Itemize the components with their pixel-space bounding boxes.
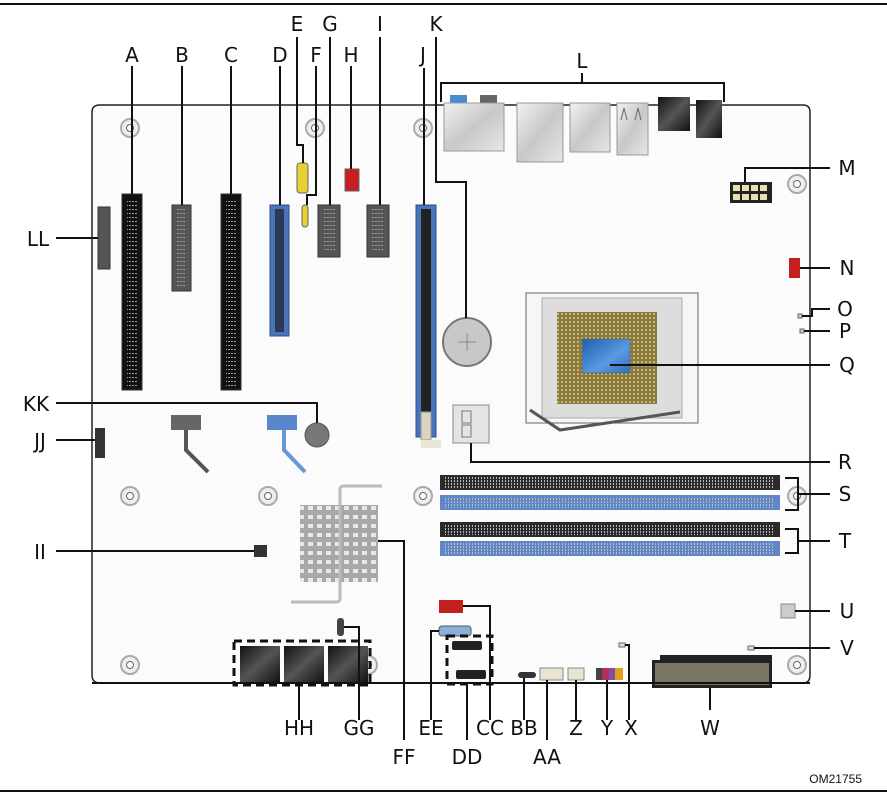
header-y	[596, 668, 623, 680]
pcie-x1-slot-g	[317, 204, 341, 258]
callout-h: H	[343, 43, 358, 67]
mounting-hole	[787, 655, 807, 675]
fan-header-h	[344, 168, 360, 192]
dimm-slot-s1	[440, 475, 780, 490]
callout-ff: FF	[392, 745, 415, 769]
bottom-rule	[0, 790, 887, 792]
pci-slot-a	[121, 193, 143, 391]
callout-hh: HH	[284, 716, 314, 740]
debug-display-r	[452, 404, 490, 444]
mounting-hole	[413, 486, 433, 506]
callout-v: V	[840, 636, 854, 660]
callout-x: X	[624, 716, 638, 740]
callout-bb: BB	[510, 716, 537, 740]
pcie-x16-slot-j	[415, 204, 441, 448]
header-aa	[539, 667, 564, 681]
callout-z: Z	[569, 716, 583, 740]
board-outline	[91, 104, 811, 684]
led-x	[618, 642, 626, 648]
rear-io-panel	[443, 95, 722, 163]
callout-y: Y	[600, 716, 614, 740]
callout-cc: CC	[476, 716, 504, 740]
header-e	[296, 162, 309, 194]
callout-p: P	[839, 319, 851, 343]
callout-i: I	[377, 12, 383, 36]
callout-f: F	[310, 43, 322, 67]
dimm-slot-t2	[440, 541, 780, 556]
cpu-socket-q	[525, 292, 699, 432]
callout-kk: KK	[23, 392, 50, 416]
callout-ll: LL	[27, 227, 50, 251]
pcie-slot-d	[269, 204, 290, 337]
led-v	[747, 645, 755, 651]
components-hh	[232, 639, 372, 687]
latch-left	[171, 415, 210, 474]
callout-j: J	[418, 43, 426, 67]
callout-r: R	[838, 450, 852, 474]
headers-dd	[445, 634, 494, 686]
callout-w: W	[700, 716, 720, 740]
callout-a: A	[125, 43, 139, 67]
callout-o: O	[837, 297, 853, 321]
header-jj	[95, 428, 105, 458]
battery-k	[442, 317, 492, 367]
header-z	[567, 667, 585, 681]
callout-m: M	[838, 156, 855, 180]
jumper-gg	[337, 618, 344, 636]
fan-header-cc	[439, 600, 463, 613]
jumper-f	[301, 204, 309, 228]
top-rule	[0, 3, 887, 5]
callout-k: K	[429, 12, 443, 36]
callout-l: L	[576, 49, 588, 73]
led-o	[797, 313, 803, 319]
dimm-slot-s2	[440, 495, 780, 510]
mounting-hole	[258, 486, 278, 506]
switch-u	[780, 603, 796, 619]
power-connector-m	[730, 182, 772, 203]
callout-labels: A B C D E F G H I J K L M N O P Q R S T …	[23, 12, 856, 769]
mounting-hole	[120, 486, 140, 506]
fan-header-n	[789, 258, 800, 278]
callout-ii: II	[34, 540, 46, 564]
callout-d: D	[272, 43, 287, 67]
callout-aa: AA	[533, 745, 561, 769]
callout-t: T	[838, 529, 852, 553]
callout-u: U	[840, 599, 855, 623]
buzzer-kk	[304, 422, 330, 448]
callout-c: C	[224, 43, 238, 67]
mounting-hole	[787, 174, 807, 194]
pcie-slot-b	[171, 204, 192, 292]
callout-g: G	[322, 12, 338, 36]
led-p	[799, 328, 805, 334]
latch-right	[267, 415, 307, 474]
jumper-bb	[518, 672, 536, 678]
callout-gg: GG	[344, 716, 375, 740]
pcie-x1-slot-i	[366, 204, 390, 258]
dimm-slot-t1	[440, 522, 780, 537]
pci-slot-c	[220, 193, 242, 391]
figure-id: OM21755	[809, 772, 862, 786]
callout-ee: EE	[418, 716, 443, 740]
connector-ii	[254, 545, 267, 557]
mounting-hole	[120, 118, 140, 138]
callout-q: Q	[839, 353, 855, 377]
callout-jj: JJ	[32, 429, 46, 453]
heatsink-ff	[291, 484, 382, 604]
connector-ll	[97, 206, 111, 270]
callout-dd: DD	[452, 745, 483, 769]
mounting-hole	[120, 655, 140, 675]
callout-n: N	[840, 256, 855, 280]
callout-s: S	[839, 482, 852, 506]
callout-e: E	[291, 12, 304, 36]
leader-lines	[56, 37, 830, 740]
callout-b: B	[175, 43, 189, 67]
mounting-holes	[120, 118, 807, 675]
